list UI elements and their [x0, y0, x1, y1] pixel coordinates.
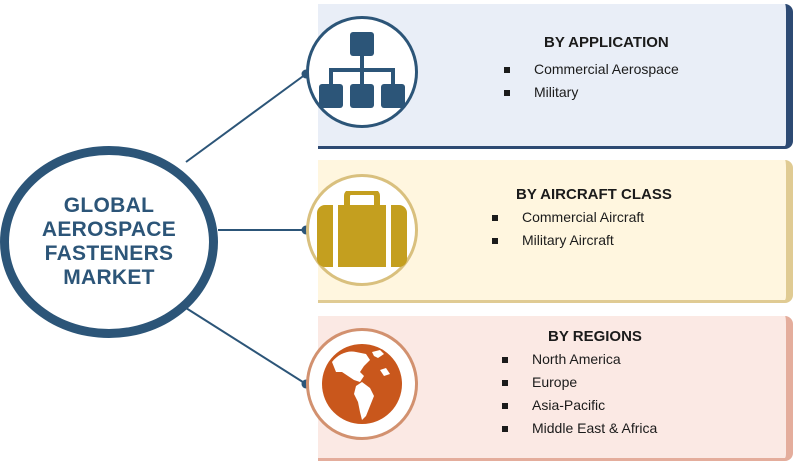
segment-item: Middle East & Africa [502, 417, 657, 440]
segment-title: BY APPLICATION [544, 34, 669, 51]
segment-item-list: North America Europe Asia-Pacific Middle… [502, 348, 657, 440]
hub-title-line: MARKET [63, 266, 155, 289]
segment-title: BY AIRCRAFT CLASS [516, 186, 672, 203]
application-icon-circle [306, 16, 418, 128]
segment-item: Asia-Pacific [502, 394, 657, 417]
aircraft-class-icon-circle [306, 174, 418, 286]
hub-title-line: GLOBAL [63, 194, 155, 217]
segment-item-list: Commercial Aerospace Military [504, 58, 679, 104]
hierarchy-icon [319, 32, 405, 108]
briefcase-icon [317, 191, 407, 267]
segment-item: Military [504, 81, 679, 104]
globe-icon [322, 344, 402, 424]
segment-item: Commercial Aircraft [492, 206, 644, 229]
hub-title-line: FASTENERS [44, 242, 174, 265]
hub-title-line: AEROSPACE [41, 218, 177, 241]
segment-title: BY REGIONS [548, 328, 642, 345]
segment-item: North America [502, 348, 657, 371]
segment-item: Military Aircraft [492, 229, 644, 252]
market-hub-circle: GLOBAL AEROSPACE FASTENERS MARKET [0, 146, 218, 338]
segment-item-list: Commercial Aircraft Military Aircraft [492, 206, 644, 252]
regions-icon-circle [306, 328, 418, 440]
segment-item: Commercial Aerospace [504, 58, 679, 81]
segment-item: Europe [502, 371, 657, 394]
